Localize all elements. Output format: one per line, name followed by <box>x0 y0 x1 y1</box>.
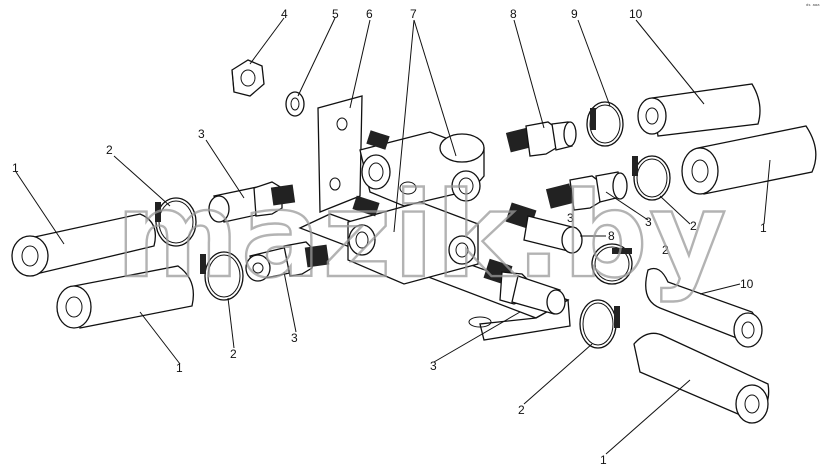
hose-fitting-right-upper <box>505 121 577 157</box>
hose-fitting-right-mid <box>545 171 628 211</box>
hose-right-elbow <box>645 267 763 348</box>
hose-clamp-right-lower <box>591 243 633 285</box>
hose-clamp-bottom <box>579 299 620 349</box>
callout-3-left-upper: 3 <box>198 127 205 141</box>
hose-clamp-left-lower <box>200 251 244 301</box>
hex-nut <box>231 59 265 97</box>
washer <box>285 91 305 117</box>
callout-2-bottom: 2 <box>518 403 525 417</box>
callout-6: 6 <box>366 7 373 21</box>
hose-fitting-right-lower <box>505 202 583 254</box>
threaded-studs <box>352 130 390 217</box>
hose-left-upper <box>11 213 157 277</box>
watermark-logo: mazik.by <box>116 166 728 304</box>
callout-5: 5 <box>332 7 339 21</box>
hose-fitting-left-upper <box>208 181 296 223</box>
callout-1-left-lower: 1 <box>176 361 183 375</box>
callout-8-top: 8 <box>510 7 517 21</box>
callout-2-right-upper: 2 <box>690 219 697 233</box>
callout-4: 4 <box>281 7 288 21</box>
callout-1-left-upper: 1 <box>12 161 19 175</box>
callout-labels: 1 2 3 4 5 6 7 8 9 10 1 2 3 2 3 8 3 2 10 … <box>12 7 767 467</box>
callout-7: 7 <box>410 7 417 21</box>
hose-right-upper <box>681 125 817 195</box>
leader-lines <box>15 17 771 455</box>
callout-10-top: 10 <box>629 7 643 21</box>
callout-3-left-lower: 3 <box>291 331 298 345</box>
callout-9: 9 <box>571 7 578 21</box>
callout-2-left-lower: 2 <box>230 347 237 361</box>
corner-mark: ᵈˢ ᵃᵃᵃ <box>806 3 820 10</box>
callout-1-bottom: 1 <box>600 453 607 467</box>
hose-top-right <box>637 83 761 137</box>
hose-fitting-left-lower <box>245 241 330 282</box>
hose-left-lower <box>56 265 195 329</box>
callout-3-right-mid: 3 <box>645 215 652 229</box>
callout-3-right-lower-b: 3 <box>567 211 574 225</box>
callout-1-right-upper: 1 <box>760 221 767 235</box>
callout-10-right: 10 <box>740 277 754 291</box>
callout-2-right-mid: 2 <box>662 243 669 257</box>
hose-fitting-bottom-center <box>483 258 566 315</box>
hose-right-lower <box>633 332 770 424</box>
callout-8-right: 8 <box>608 229 615 243</box>
hose-clamp-left-upper <box>155 197 197 247</box>
manifold-tee-lower <box>347 201 479 285</box>
hose-clamp-right-upper <box>632 155 671 201</box>
callout-2-left-upper: 2 <box>106 143 113 157</box>
hose-clamp-top-right <box>586 101 624 147</box>
callout-3-bottom-center: 3 <box>430 359 437 373</box>
